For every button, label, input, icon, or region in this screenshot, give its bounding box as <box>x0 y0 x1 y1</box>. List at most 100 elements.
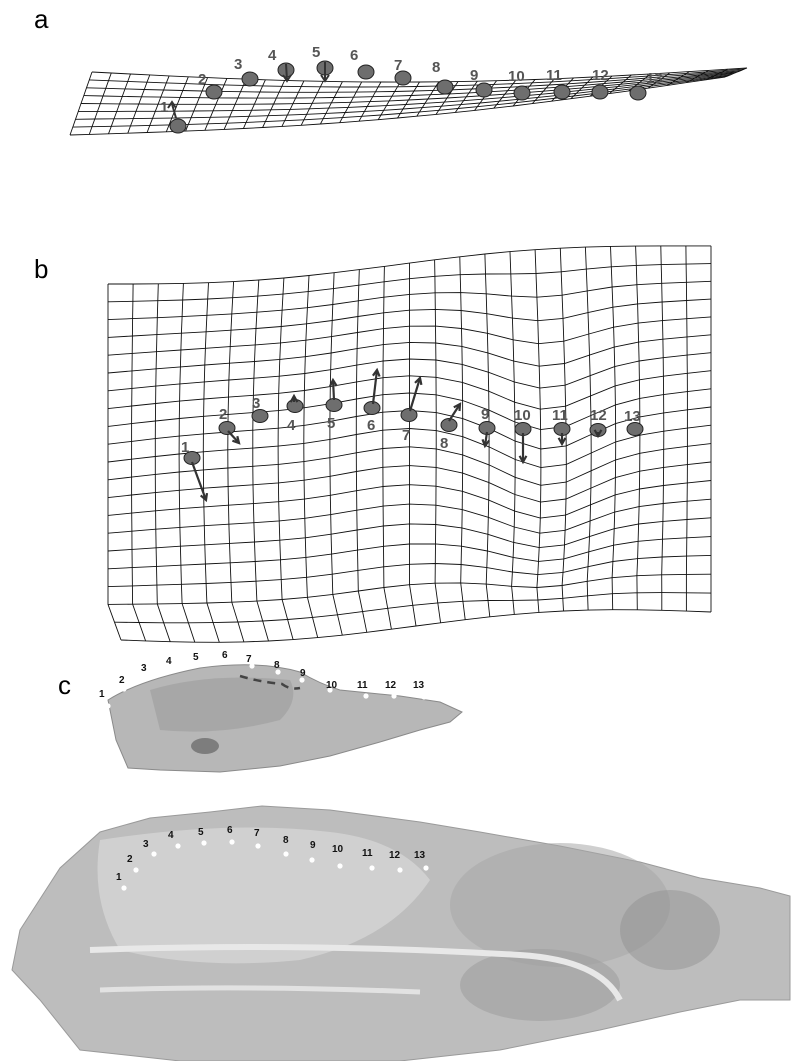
landmark-label: 3 <box>252 395 260 412</box>
landmark-dot <box>255 843 260 848</box>
landmark-dot <box>206 85 222 99</box>
landmark-label: 13 <box>624 408 641 425</box>
panel-b-landmarks: 12345678910111213 <box>181 370 643 500</box>
landmark-dot <box>423 865 428 870</box>
landmark-label: 1 <box>160 99 168 116</box>
landmark-dot <box>421 694 426 699</box>
landmark-dot <box>554 85 570 99</box>
landmark-label: 11 <box>552 407 568 424</box>
landmark-label: 9 <box>310 840 316 851</box>
landmark-dot <box>363 693 368 698</box>
landmark-label: 4 <box>166 656 172 667</box>
landmark-dot <box>143 674 148 679</box>
landmark-dot <box>391 693 396 698</box>
landmark-label: 12 <box>592 67 609 84</box>
landmark-label: 1 <box>116 872 122 883</box>
landmark-dot <box>151 851 156 856</box>
landmark-label: 9 <box>470 67 478 84</box>
landmark-label: 11 <box>357 680 368 691</box>
landmark-label: 13 <box>646 70 663 87</box>
landmark-dot <box>133 867 138 872</box>
landmark-label: 4 <box>268 47 277 64</box>
grid-line <box>278 278 293 640</box>
landmark-label: 7 <box>254 828 260 839</box>
landmark-label: 3 <box>143 839 149 850</box>
grid-line <box>661 246 664 610</box>
landmark-dot <box>169 667 174 672</box>
landmark-label: 13 <box>414 850 426 861</box>
landmark-label: 5 <box>198 827 204 838</box>
landmark-label: 7 <box>394 57 402 74</box>
landmark-dot <box>170 119 186 133</box>
landmark-dot <box>326 399 342 412</box>
landmark-label: 12 <box>389 850 401 861</box>
landmark-dot <box>105 703 110 708</box>
landmark-label: 5 <box>193 652 199 663</box>
landmark-label: 7 <box>246 654 252 665</box>
landmark-label: 8 <box>432 59 440 76</box>
grid-line <box>203 283 219 643</box>
landmark-dot <box>337 863 342 868</box>
landmark-label: 1 <box>99 689 105 700</box>
landmark-dot <box>283 851 288 856</box>
landmark-label: 10 <box>508 68 525 85</box>
landmark-label: 2 <box>219 406 227 423</box>
landmark-dot <box>514 86 530 100</box>
panel-b-deformation-grid <box>108 246 711 642</box>
landmark-label: 11 <box>362 848 373 859</box>
landmark-label: 5 <box>312 44 320 61</box>
landmark-label: 10 <box>332 844 344 855</box>
landmark-label: 10 <box>514 407 531 424</box>
landmark-label: 3 <box>141 663 147 674</box>
landmark-dot <box>437 80 453 94</box>
landmark-label: 6 <box>350 47 358 64</box>
landmark-label: 3 <box>234 56 242 73</box>
grid-line <box>121 610 711 643</box>
grid-line <box>155 284 170 642</box>
landmark-dot <box>121 686 126 691</box>
landmark-label: 11 <box>546 67 562 84</box>
landmark-label: 6 <box>367 417 375 434</box>
grid-line <box>330 273 342 636</box>
landmark-label: 2 <box>198 71 206 88</box>
landmark-label: 12 <box>590 407 607 424</box>
landmark-dot <box>630 86 646 100</box>
landmark-dot <box>309 857 314 862</box>
grid-line <box>304 276 318 638</box>
landmark-dot <box>242 72 258 86</box>
grid-line <box>535 250 541 613</box>
displacement-arrow <box>410 378 420 411</box>
landmark-label: 6 <box>222 650 228 661</box>
landmark-label: 4 <box>287 417 296 434</box>
grid-line <box>228 282 244 642</box>
landmark-label: 13 <box>413 680 425 691</box>
landmark-dot <box>229 839 234 844</box>
landmark-dot <box>219 422 235 435</box>
panel-c-bottom-specimen-photo: 12345678910111213 <box>12 806 790 1061</box>
landmark-label: 2 <box>127 854 133 865</box>
landmark-label: 8 <box>274 660 280 671</box>
landmark-label: 1 <box>181 439 189 456</box>
landmark-dot <box>201 840 206 845</box>
grid-line <box>611 246 616 609</box>
landmark-label: 9 <box>481 406 489 423</box>
landmark-label: 8 <box>283 835 289 846</box>
landmark-label: 7 <box>402 427 410 444</box>
grid-line <box>253 280 269 641</box>
grid-line <box>410 263 417 626</box>
landmark-label: 6 <box>227 825 233 836</box>
landmark-dot <box>358 65 374 79</box>
landmark-dot <box>476 83 492 97</box>
bottom-specimen-shading <box>620 890 720 970</box>
landmark-dot <box>592 85 608 99</box>
top-specimen-shading <box>191 738 219 754</box>
landmark-label: 10 <box>326 680 338 691</box>
landmark-dot <box>369 865 374 870</box>
landmark-label: 2 <box>119 675 125 686</box>
grid-line <box>510 252 515 615</box>
landmark-dot <box>175 843 180 848</box>
landmark-label: 5 <box>327 415 335 432</box>
